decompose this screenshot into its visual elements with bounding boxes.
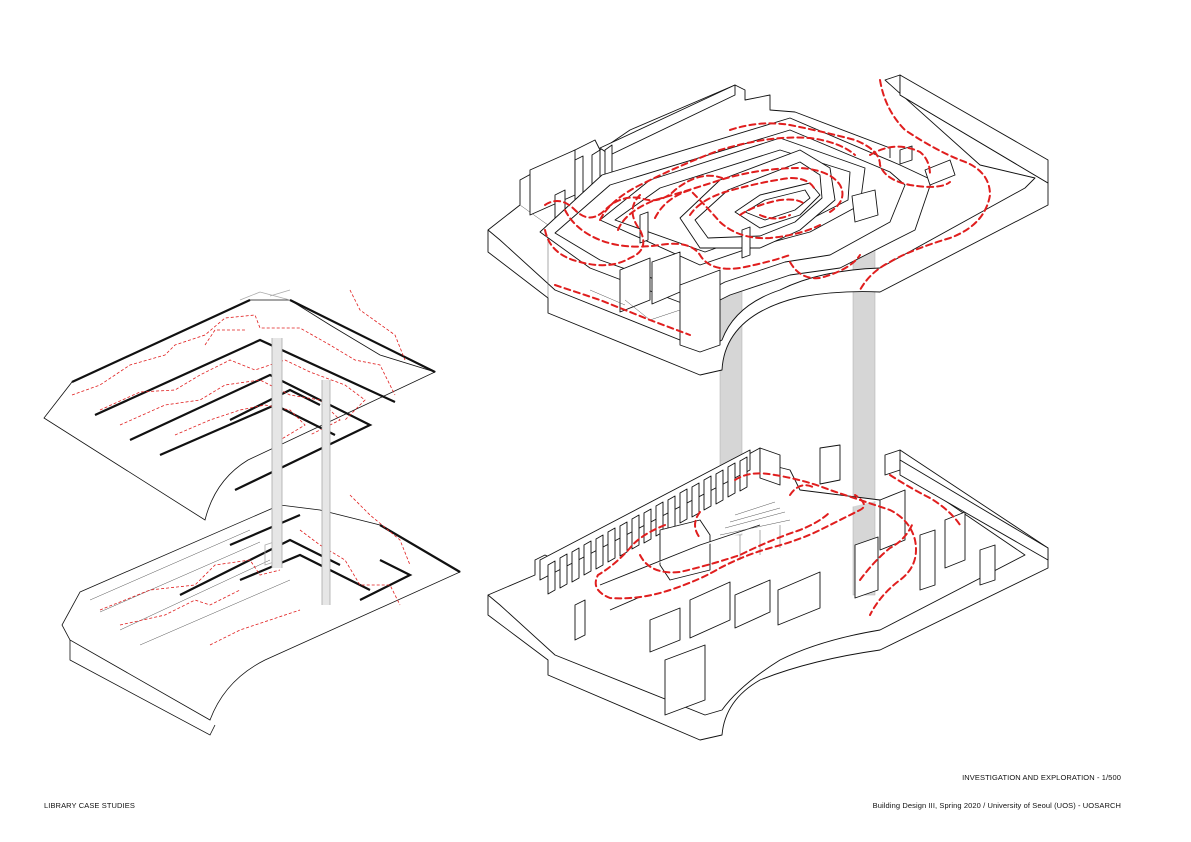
sheet-title: LIBRARY CASE STUDIES: [44, 801, 135, 810]
upper-floor: [487, 74, 1049, 376]
left-lower-plan: [61, 494, 461, 736]
left-upper-plan: [43, 289, 437, 521]
right-axonometric: [487, 74, 1049, 741]
left-diagram: [43, 289, 461, 736]
lower-floor: [487, 444, 1049, 741]
credits-label: Building Design III, Spring 2020 / Unive…: [872, 801, 1121, 810]
scale-label: INVESTIGATION AND EXPLORATION - 1/500: [962, 773, 1121, 782]
book-stacks: [539, 449, 751, 595]
